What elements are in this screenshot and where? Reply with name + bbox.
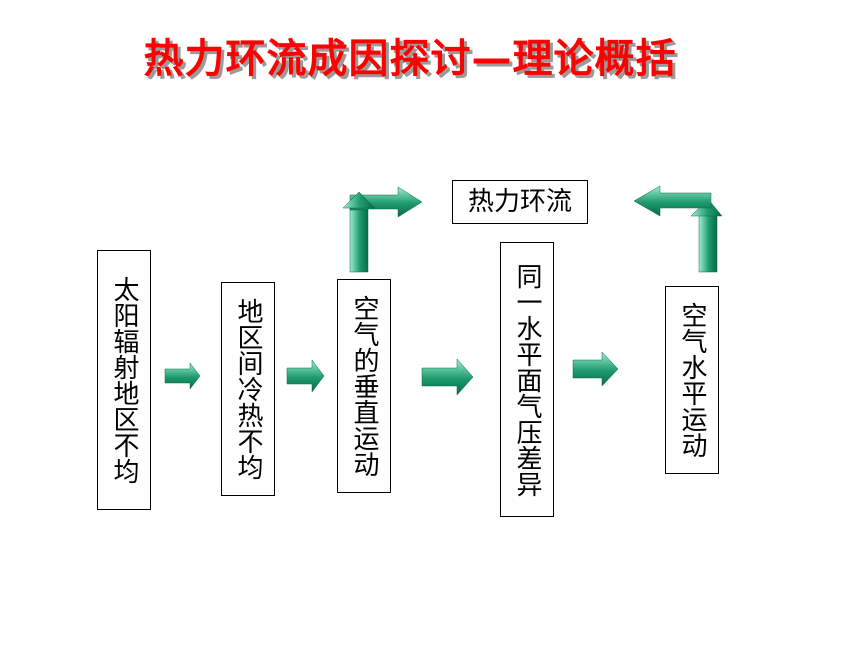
- box-solar-radiation: 太阳辐射地区不均: [97, 250, 151, 510]
- arrow-2-icon: [286, 359, 325, 393]
- arrow-3-icon: [421, 358, 474, 396]
- box-solar-radiation-label: 太阳辐射地区不均: [109, 276, 139, 484]
- box-thermal-circulation: 热力环流: [452, 180, 588, 224]
- box-pressure-difference: 同一水平面气压差异: [500, 242, 554, 517]
- box-thermal-circulation-label: 热力环流: [467, 187, 572, 217]
- bent-arrow-up-right-icon: [342, 186, 423, 273]
- box-vertical-motion-label: 空气的垂直运动: [349, 295, 379, 477]
- arrow-1-icon: [164, 362, 201, 390]
- box-temperature-difference-label: 地区间冷热不均: [233, 298, 263, 480]
- slide-title: 热力环流成因探讨—理论概括: [143, 36, 677, 82]
- arrow-4-icon: [572, 351, 619, 387]
- box-vertical-motion: 空气的垂直运动: [337, 279, 391, 493]
- bent-arrow-up-left-icon: [633, 185, 723, 273]
- box-horizontal-motion-label: 空气水平运动: [677, 302, 707, 458]
- box-horizontal-motion: 空气水平运动: [665, 286, 719, 474]
- box-temperature-difference: 地区间冷热不均: [221, 282, 275, 496]
- box-pressure-difference-label: 同一水平面气压差异: [512, 262, 542, 497]
